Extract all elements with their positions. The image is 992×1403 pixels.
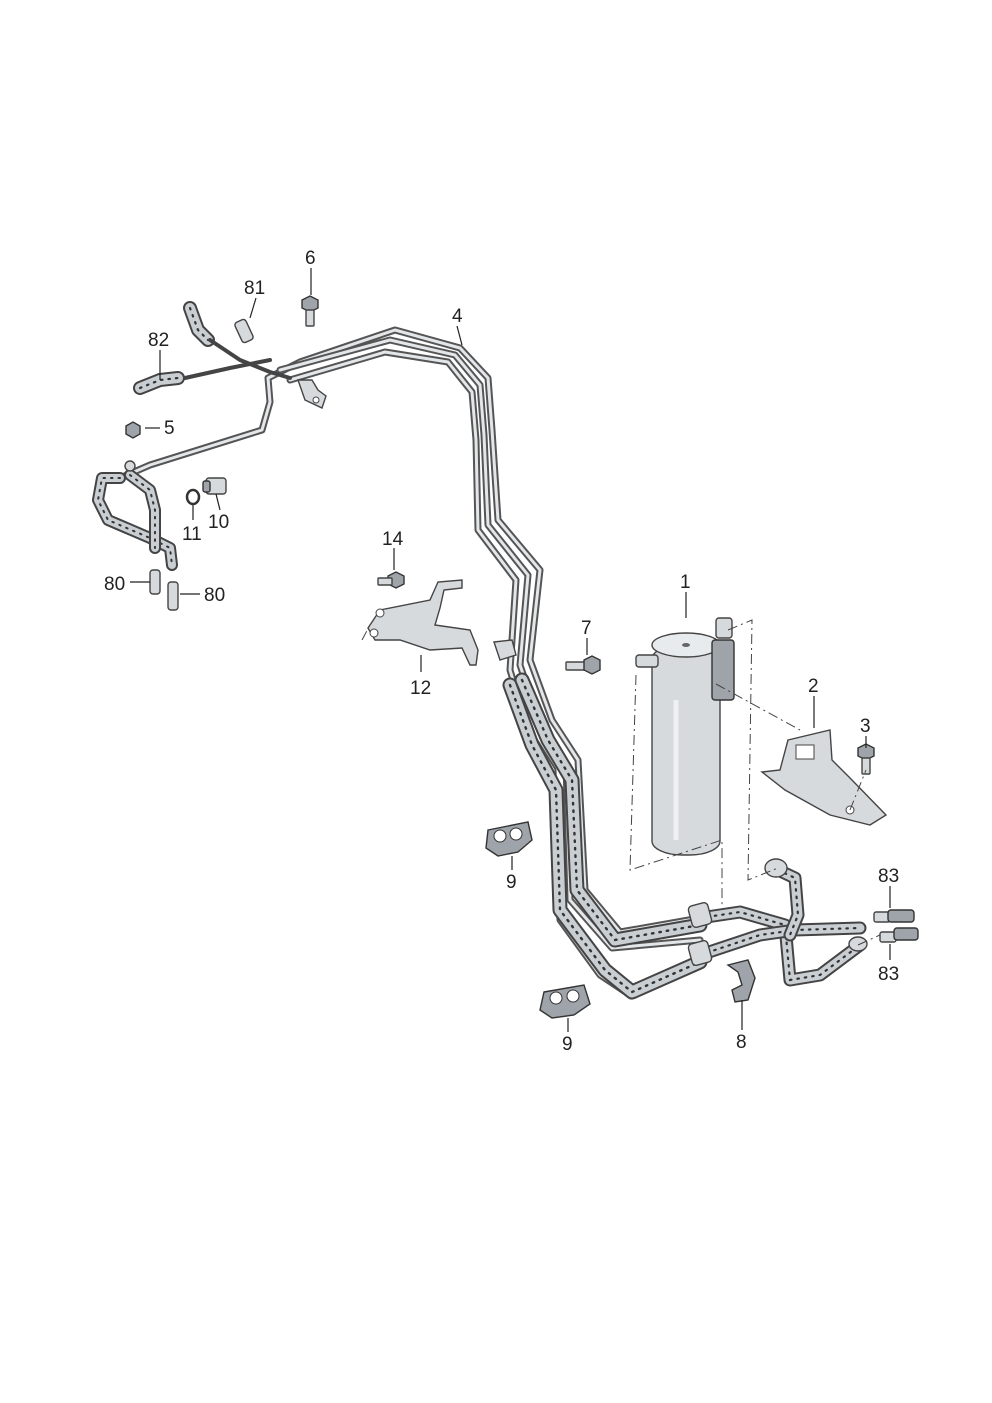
callout-3: 3: [860, 716, 871, 737]
callout-10: 10: [208, 512, 229, 533]
pipe-clip-7-area: [493, 639, 517, 661]
callout-5: 5: [164, 418, 175, 439]
callout-2: 2: [808, 676, 819, 697]
assembly-dashlines: [361, 619, 881, 946]
fuel-filter-1: [635, 617, 735, 856]
callout-9-lower: 9: [562, 1034, 573, 1055]
callout-7: 7: [581, 618, 592, 639]
callout-8: 8: [736, 1032, 747, 1053]
callout-6: 6: [305, 248, 316, 269]
callout-12: 12: [410, 678, 431, 699]
callout-9-upper: 9: [506, 872, 517, 893]
callout-82: 82: [148, 330, 169, 351]
callout-83-upper: 83: [878, 866, 899, 887]
hose-clamp-8: [726, 959, 756, 1003]
screw-plug-10: [202, 477, 227, 495]
callout-14: 14: [382, 529, 404, 550]
callout-labels: 1 2 3 4 5 6 7 8 9 9 10 11 12 14 80 80 81…: [104, 248, 899, 1055]
nut-5: [125, 421, 141, 439]
bolt-7: [565, 655, 601, 675]
screw-14: [377, 571, 405, 589]
bolt-6: [301, 295, 319, 327]
bracket-12: [367, 579, 479, 666]
sealing-ring-11: [185, 488, 201, 506]
hose-ends: [124, 318, 254, 611]
pipe-clip-9-lower: [539, 984, 591, 1019]
filter-hoses: [693, 863, 867, 987]
pipe-clip-9-upper: [485, 821, 533, 857]
callout-1: 1: [680, 572, 691, 593]
callout-80-right: 80: [204, 585, 225, 606]
callout-4: 4: [452, 306, 463, 327]
connectors-83: [873, 909, 919, 943]
callout-80-left: 80: [104, 574, 125, 595]
leader-lines: [130, 268, 891, 1032]
callout-11: 11: [182, 524, 202, 545]
bolt-3: [857, 743, 875, 775]
callout-83-lower: 83: [878, 964, 899, 985]
callout-81: 81: [244, 278, 265, 299]
pipe-sleeve: [502, 672, 708, 1000]
bracket-6-holder: [297, 379, 327, 409]
pipe-bundle-4: [116, 326, 704, 999]
filter-bracket-2: [760, 729, 888, 826]
hose-ferrules: [687, 858, 868, 967]
